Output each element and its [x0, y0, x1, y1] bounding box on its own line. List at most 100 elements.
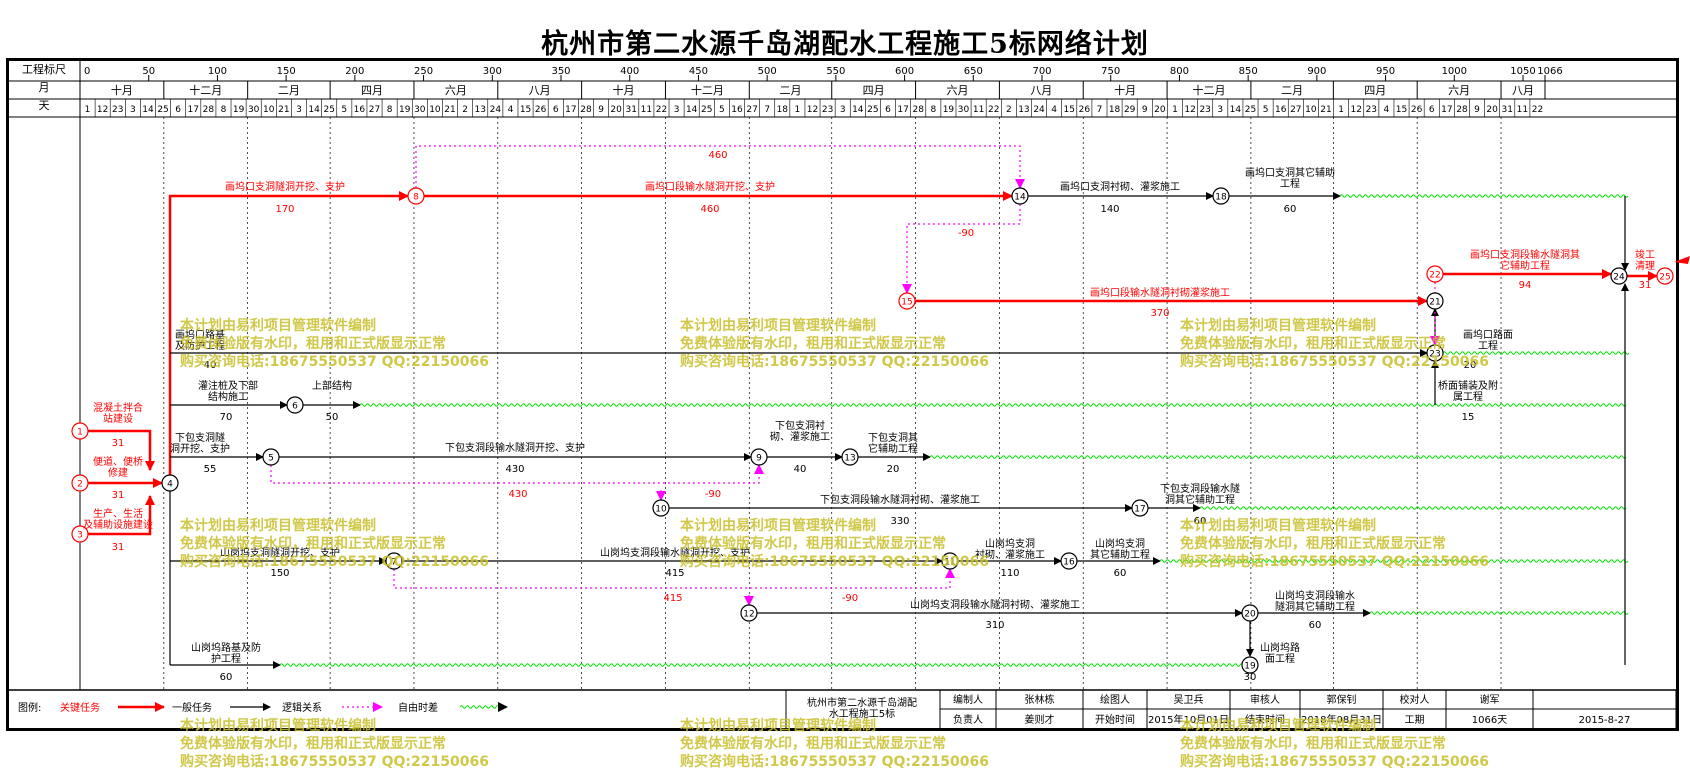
info-project: 杭州市第二水源千岛湖配水工程施工5标 [807, 696, 917, 720]
node-circle [1426, 292, 1444, 310]
day-cell: 15 [520, 105, 531, 115]
info-cell: 开始时间 [1095, 713, 1135, 726]
scale-tick-label: 1000 [1442, 66, 1467, 77]
logic-arrow [270, 464, 764, 484]
activity-label: 生产、生活及辅助设施建设 [83, 507, 153, 531]
day-cell: 8 [221, 105, 227, 115]
activity-duration: 31 [112, 490, 125, 501]
node-number: 16 [1063, 558, 1075, 568]
day-cell: 14 [852, 105, 864, 115]
day-cell: 25 [1245, 105, 1256, 115]
day-cell: 26 [535, 105, 547, 115]
day-cell: 19 [233, 105, 245, 115]
day-cell: 7 [764, 105, 770, 115]
info-cell: 2015年10月01日 [1148, 713, 1229, 726]
activity-duration: 55 [204, 464, 217, 475]
day-cell: 22 [656, 105, 667, 115]
logic-lag-label: -90 [842, 593, 858, 604]
day-cell: 16 [731, 105, 743, 115]
day-cell: 10 [263, 105, 275, 115]
node-number: 22 [1429, 271, 1440, 281]
scale-tick-label: 700 [1032, 66, 1051, 77]
day-cell: 31 [1502, 105, 1513, 115]
day-cell: 21 [1320, 105, 1331, 115]
node-number: 10 [655, 505, 667, 515]
day-cell: 28 [1456, 105, 1468, 115]
activity-duration: 170 [275, 204, 294, 215]
month-cell: 十二月 [1192, 83, 1225, 97]
day-cell: 27 [746, 105, 757, 115]
legend-label: 图例: [18, 701, 41, 714]
scale-tick-label: 350 [551, 66, 570, 77]
day-cell: 1 [1172, 105, 1178, 115]
month-cell: 八月 [1030, 84, 1052, 97]
logic-arrow [902, 204, 1021, 294]
scale-tick-label: 0 [84, 66, 90, 77]
info-cell: 工期 [1405, 714, 1425, 726]
activity-duration: 460 [700, 204, 719, 215]
scale-tick-label: 400 [620, 66, 639, 77]
activity-label: 画坞口段输水隧洞衬砌灌浆施工 [1090, 286, 1230, 299]
day-cell: 25 [701, 105, 712, 115]
network-plan-frame [6, 58, 1679, 731]
day-cell: 3 [1217, 105, 1223, 115]
month-cell: 六月 [445, 84, 467, 97]
info-cell: 编制人 [953, 693, 983, 706]
scale-tick-label: 500 [758, 66, 777, 77]
activity-duration: 60 [1194, 516, 1207, 527]
day-cell: 18 [1109, 105, 1121, 115]
scale-tick-label: 750 [1101, 66, 1120, 77]
day-cell: 10 [429, 105, 441, 115]
scale-tick-label: 950 [1376, 66, 1395, 77]
scale-tick-label: 550 [826, 66, 845, 77]
month-cell: 四月 [361, 84, 383, 97]
month-cell: 十月 [111, 83, 133, 97]
node-number: 6 [292, 402, 298, 412]
day-cell: 17 [897, 105, 908, 115]
day-cell: 22 [988, 105, 999, 115]
day-cell: 26 [1079, 105, 1091, 115]
day-cell: 11 [973, 105, 984, 115]
day-cell: 18 [777, 105, 789, 115]
logic-lag-label: 415 [663, 593, 682, 604]
day-label: 天 [39, 99, 50, 112]
day-cell: 27 [369, 105, 380, 115]
free-float-line [1369, 611, 1629, 615]
node-circle [1241, 656, 1259, 674]
logic-lag-label: 430 [508, 489, 527, 500]
node-circle [1011, 187, 1029, 205]
day-cell: 2 [1006, 105, 1012, 115]
info-cell: 谢军 [1480, 693, 1500, 706]
day-cell: 6 [553, 105, 559, 115]
node-circle [161, 474, 179, 492]
month-cell: 六月 [1448, 84, 1470, 97]
free-float-line [279, 663, 1247, 667]
activity-label: 竣工清理 [1635, 248, 1655, 272]
scale-tick-label: 200 [345, 66, 364, 77]
day-cell: 5 [719, 105, 725, 115]
day-cell: 25 [867, 105, 878, 115]
activity-label: 下包支洞衬砌、灌浆施工 [770, 419, 830, 443]
free-float-line [1199, 506, 1627, 510]
node-circle [1656, 267, 1674, 285]
day-cell: 20 [1486, 105, 1498, 115]
activity-duration: 31 [112, 438, 125, 449]
info-cell: 吴卫兵 [1174, 693, 1204, 706]
activity-label: 画坞口路面工程 [1463, 328, 1513, 352]
logic-lag-label: -90 [705, 489, 721, 500]
scale-tick-label: 1050 [1510, 66, 1535, 77]
day-cell: 25 [323, 105, 334, 115]
node-number: 14 [1014, 193, 1026, 203]
critical-arrow [88, 495, 155, 536]
scale-tick-label: 450 [689, 66, 708, 77]
node-number: 18 [1215, 193, 1227, 203]
activity-label: 山岗坞支洞衬砌、灌浆施工 [975, 537, 1045, 561]
day-cell: 7 [1097, 105, 1103, 115]
day-cell: 12 [807, 105, 818, 115]
day-cell: 22 [1532, 105, 1543, 115]
month-cell: 六月 [946, 84, 968, 97]
day-cell: 28 [580, 105, 592, 115]
day-cell: 3 [840, 105, 846, 115]
node-circle [71, 525, 89, 543]
